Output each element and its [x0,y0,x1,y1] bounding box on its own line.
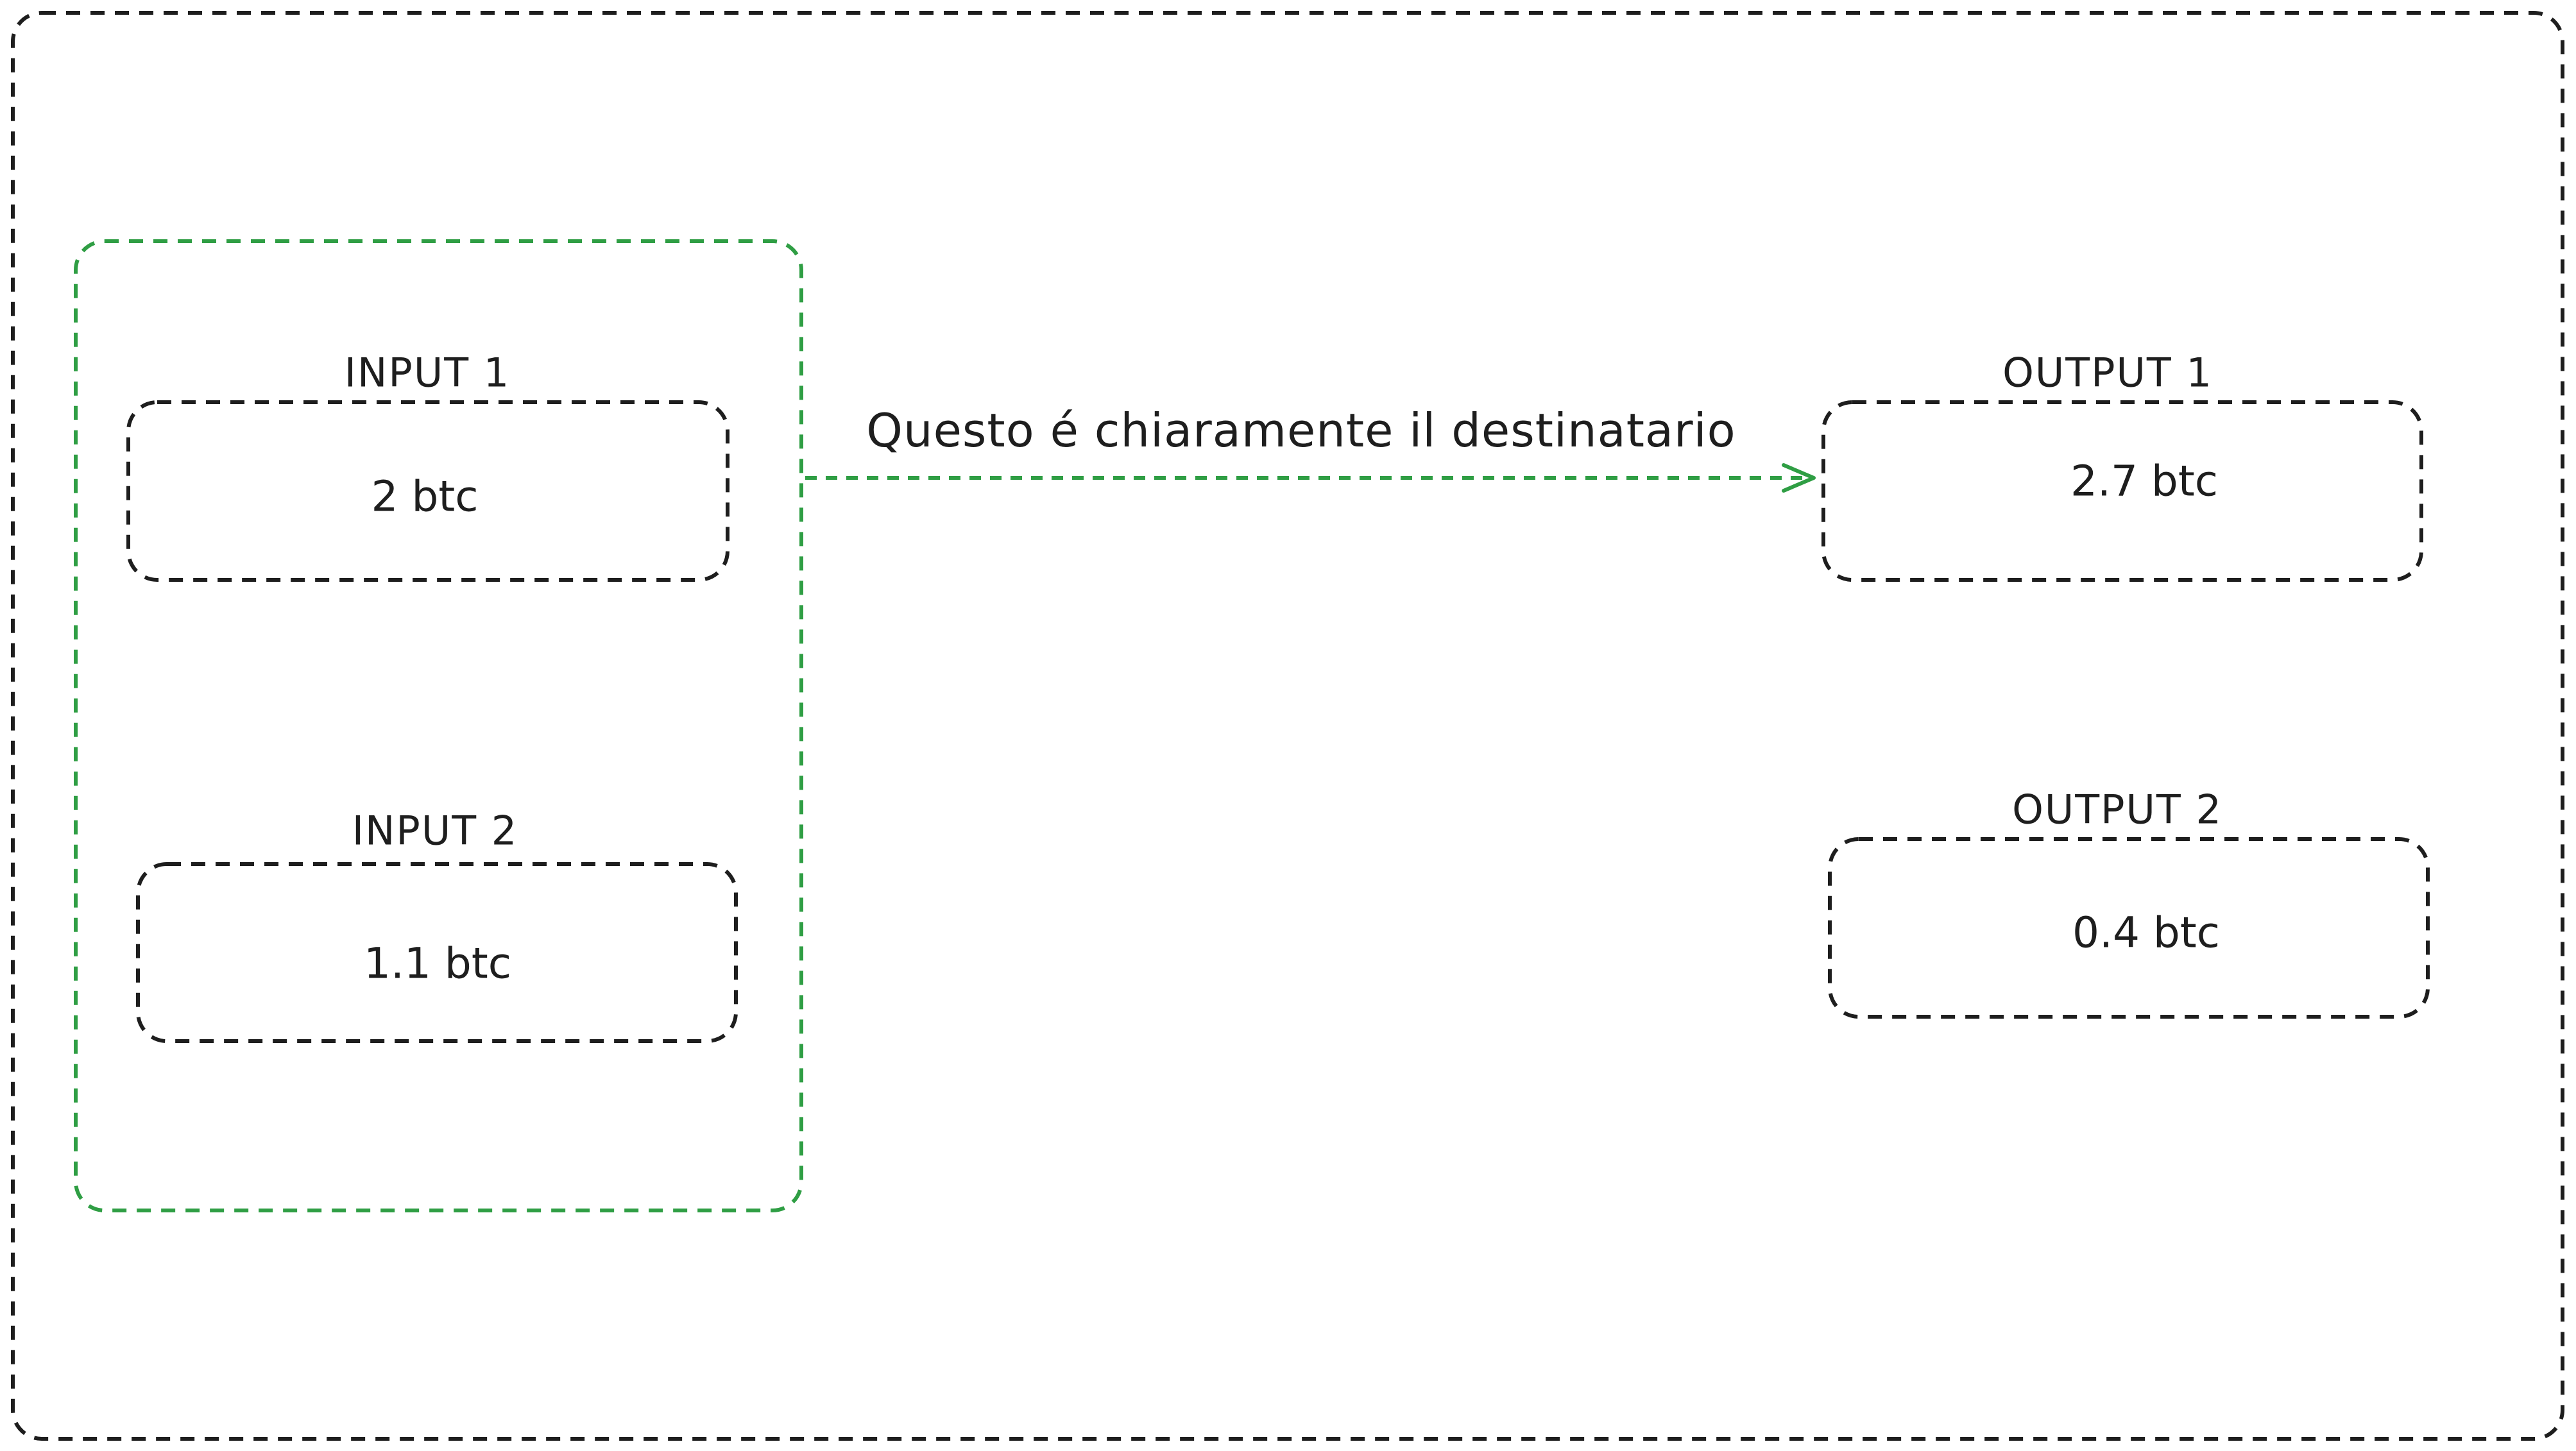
output-2-value: 0.4 btc [2072,908,2221,958]
input-2-value: 1.1 btc [363,938,512,989]
input-1-value: 2 btc [371,471,479,522]
output-1-title: OUTPUT 1 [2002,349,2213,396]
arrowhead-icon [1782,463,1816,493]
output-2-box [1828,837,2430,1019]
output-2-title: OUTPUT 2 [2012,786,2222,833]
input-1-title: INPUT 1 [344,349,511,396]
arrow-label: Questo é chiaramente il destinatario [866,403,1736,457]
inputs-group-highlight [74,239,803,1212]
input-1-box [126,400,729,582]
output-1-value: 2.7 btc [2070,456,2219,506]
output-1-box [1821,400,2423,582]
input-2-title: INPUT 2 [352,807,518,854]
transaction-frame [11,11,2564,1441]
input-2-box [136,862,738,1043]
